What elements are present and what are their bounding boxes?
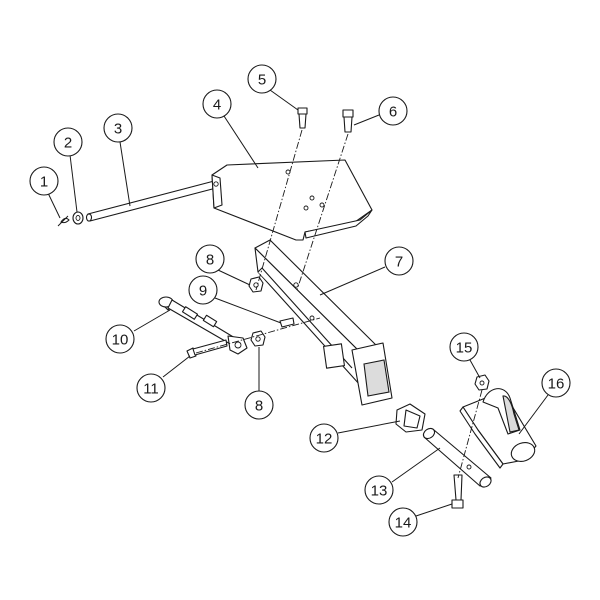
part-14-bolt	[451, 474, 464, 509]
callout-5: 5	[247, 64, 299, 111]
callout-1-label: 1	[40, 174, 48, 191]
callout-6-label: 6	[389, 104, 397, 121]
callout-15-label: 15	[456, 340, 473, 357]
part-6-bolt	[342, 109, 354, 133]
callout-8-upper-label: 8	[206, 252, 214, 269]
callout-14: 14	[388, 503, 453, 537]
part-7-drawbar	[254, 239, 393, 406]
part-1-clip-pin	[57, 215, 70, 227]
callouts: 1 2 3 4 5 6 7	[29, 64, 571, 537]
part-16-hitch-coupler	[459, 388, 537, 469]
part-3-rod	[85, 179, 221, 222]
callout-8-upper: 8	[195, 244, 251, 286]
callout-10: 10	[105, 309, 171, 354]
callout-7-label: 7	[395, 254, 403, 271]
callout-8-lower: 8	[244, 347, 274, 420]
callout-8-lower-label: 8	[255, 398, 263, 415]
callout-11-label: 11	[143, 381, 159, 398]
callout-16-label: 16	[548, 376, 565, 393]
callout-11: 11	[136, 355, 191, 403]
callout-6: 6	[353, 96, 408, 126]
assembly-axes	[195, 129, 483, 479]
part-12-square-insert	[395, 403, 426, 433]
callout-1: 1	[29, 166, 61, 219]
part-10-handle-lever	[158, 296, 248, 355]
part-4-mounting-plate	[211, 159, 373, 241]
part-11-bolt	[186, 339, 228, 359]
callout-3-label: 3	[114, 121, 122, 138]
callout-3: 3	[103, 113, 133, 207]
callout-2-label: 2	[64, 135, 72, 152]
part-9-clip	[279, 317, 295, 328]
callout-13-label: 13	[371, 483, 388, 500]
part-13-tube	[422, 427, 492, 488]
part-5-bolt	[297, 107, 308, 129]
callout-14-label: 14	[395, 515, 412, 532]
callout-4-label: 4	[213, 97, 221, 114]
callout-2: 2	[53, 127, 83, 213]
part-8-nut-upper	[248, 276, 264, 293]
callout-16: 16	[518, 368, 571, 435]
callout-13: 13	[364, 447, 441, 505]
callout-7: 7	[319, 246, 414, 296]
callout-12: 12	[309, 420, 401, 453]
callout-10-label: 10	[112, 332, 129, 349]
callout-5-label: 5	[258, 72, 266, 89]
callout-4: 4	[202, 89, 259, 169]
callout-9-label: 9	[199, 283, 207, 300]
callout-9: 9	[188, 275, 282, 324]
part-15-nut	[474, 374, 490, 391]
callout-15: 15	[449, 332, 481, 379]
callout-12-label: 12	[316, 431, 333, 448]
part-8-nut-lower	[250, 330, 266, 347]
part-2-washer	[72, 211, 84, 225]
